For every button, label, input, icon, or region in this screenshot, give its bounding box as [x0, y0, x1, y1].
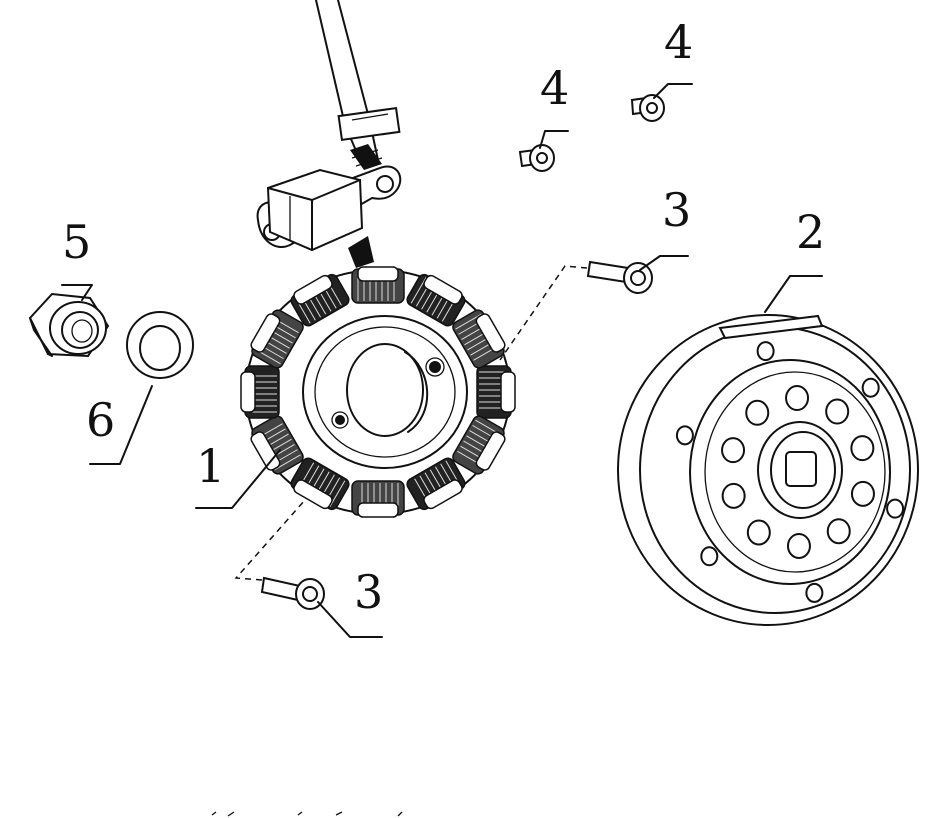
- callout-4-right: 4: [664, 15, 693, 69]
- callout-6: 6: [86, 393, 115, 447]
- pole-shoe: [240, 371, 256, 413]
- pole-shoe: [293, 479, 333, 510]
- winding-hatch: [298, 462, 346, 508]
- flywheel-hole: [786, 532, 811, 559]
- flywheel-hole: [721, 482, 746, 509]
- stator-coil: [240, 266, 516, 518]
- flywheel-hole: [746, 519, 771, 546]
- flywheel-hole: [805, 582, 824, 603]
- flywheel-hole: [861, 377, 880, 398]
- winding-hatch: [361, 483, 399, 513]
- flywheel-nut: [28, 292, 110, 358]
- winding-hatch: [410, 276, 458, 322]
- stator-bolt-lower: [260, 576, 325, 610]
- flywheel-hole: [785, 385, 810, 412]
- callout-4-left: 4: [540, 61, 569, 115]
- washer: [126, 311, 194, 379]
- pole-shoe: [500, 371, 516, 413]
- flywheel-hole: [675, 425, 694, 446]
- flywheel-hole: [850, 480, 875, 507]
- flywheel-hole: [700, 546, 719, 567]
- winding-hatch: [256, 423, 301, 471]
- winding-hatch: [254, 317, 299, 365]
- winding-hatch: [247, 375, 277, 413]
- pickup-screw-left: [518, 144, 555, 172]
- flywheel-hole: [886, 498, 905, 519]
- wire-harness: [315, 0, 401, 170]
- flywheel-hole: [756, 341, 775, 362]
- pickup-screw-right: [630, 94, 665, 122]
- winding-hatch: [357, 271, 395, 301]
- winding-hatch: [479, 371, 509, 409]
- callout-3-upper: 3: [662, 183, 691, 237]
- stator-bolt-upper: [586, 260, 653, 294]
- callout-2: 2: [796, 205, 825, 259]
- pole-shoe: [475, 313, 506, 353]
- callout-labels: 1 2 3 3 4 4 5 6: [62, 15, 825, 619]
- bottom-artifact: [211, 811, 403, 817]
- pickup-sensor: [256, 165, 402, 268]
- winding-hatch: [457, 419, 502, 467]
- winding-hatch: [294, 278, 342, 324]
- pole-shoe: [423, 274, 463, 305]
- flywheel-rotor: [617, 314, 919, 626]
- callout-1: 1: [196, 439, 225, 493]
- pole-shoe: [475, 431, 506, 471]
- flywheel-hole: [721, 437, 746, 464]
- callout-5: 5: [62, 215, 91, 269]
- pole-shoe: [357, 502, 399, 518]
- pole-shoe: [293, 274, 333, 305]
- winding-hatch: [414, 460, 462, 506]
- leader-lines: [61, 83, 823, 638]
- callout-3-lower: 3: [354, 565, 383, 619]
- winding-hatch: [455, 313, 500, 361]
- flywheel-hole: [825, 398, 850, 425]
- flywheel-hole: [826, 518, 851, 545]
- flywheel-hole: [745, 399, 770, 426]
- flywheel-hole: [850, 435, 875, 462]
- pole-shoe: [357, 266, 399, 282]
- pole-shoe: [250, 313, 281, 353]
- pole-shoe: [423, 479, 463, 510]
